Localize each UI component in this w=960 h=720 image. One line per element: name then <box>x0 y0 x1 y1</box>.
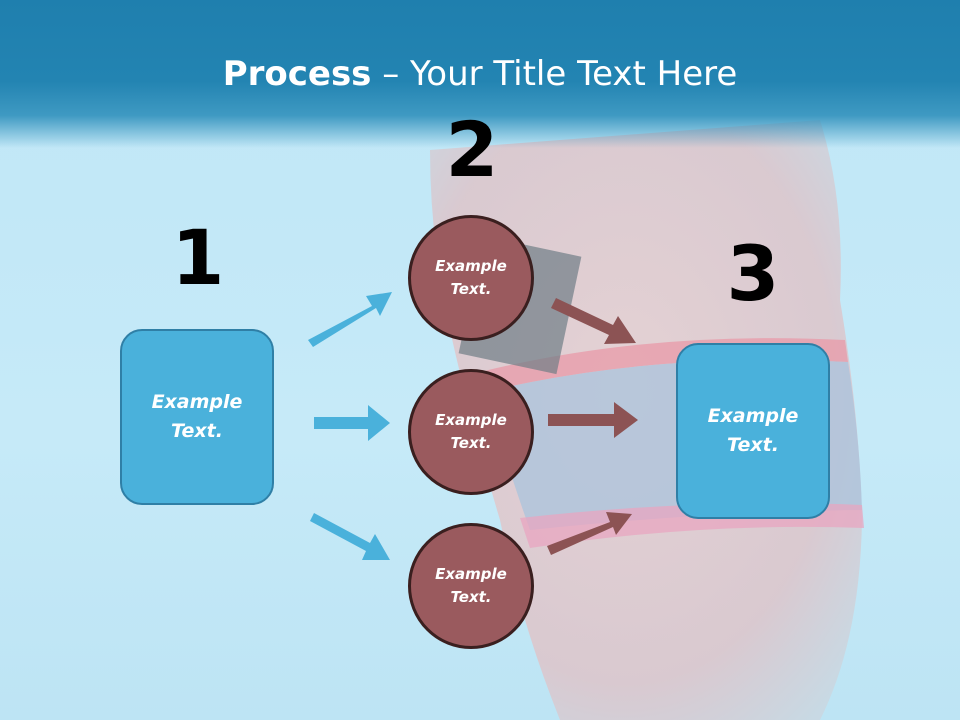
blue-arrow-down <box>310 513 390 560</box>
step-number-3: 3 <box>726 229 780 318</box>
start-box-text: Example Text. <box>151 391 243 442</box>
end-box-text: Example Text. <box>707 405 799 456</box>
title-bold: Process <box>222 54 372 94</box>
circle-bottom: Example Text. <box>408 523 534 649</box>
brown-arrow-up <box>547 512 632 555</box>
circle-middle-text: Example Text. <box>435 411 507 452</box>
slide-title: Process – Your Title Text Here <box>0 52 960 96</box>
start-box: Example Text. <box>120 329 274 505</box>
brown-arrow-right <box>548 402 638 438</box>
circle-top: Example Text. <box>408 215 534 341</box>
title-rest: – Your Title Text Here <box>371 54 738 94</box>
blue-arrow-right <box>314 405 390 441</box>
header-band <box>0 0 960 148</box>
brown-arrow-down <box>551 298 636 344</box>
end-box: Example Text. <box>676 343 830 519</box>
circle-bottom-text: Example Text. <box>435 565 507 606</box>
step-number-1: 1 <box>171 213 225 302</box>
blue-arrow-up <box>308 292 392 347</box>
step-number-2: 2 <box>445 105 499 194</box>
circle-top-text: Example Text. <box>435 257 507 298</box>
circle-middle: Example Text. <box>408 369 534 495</box>
